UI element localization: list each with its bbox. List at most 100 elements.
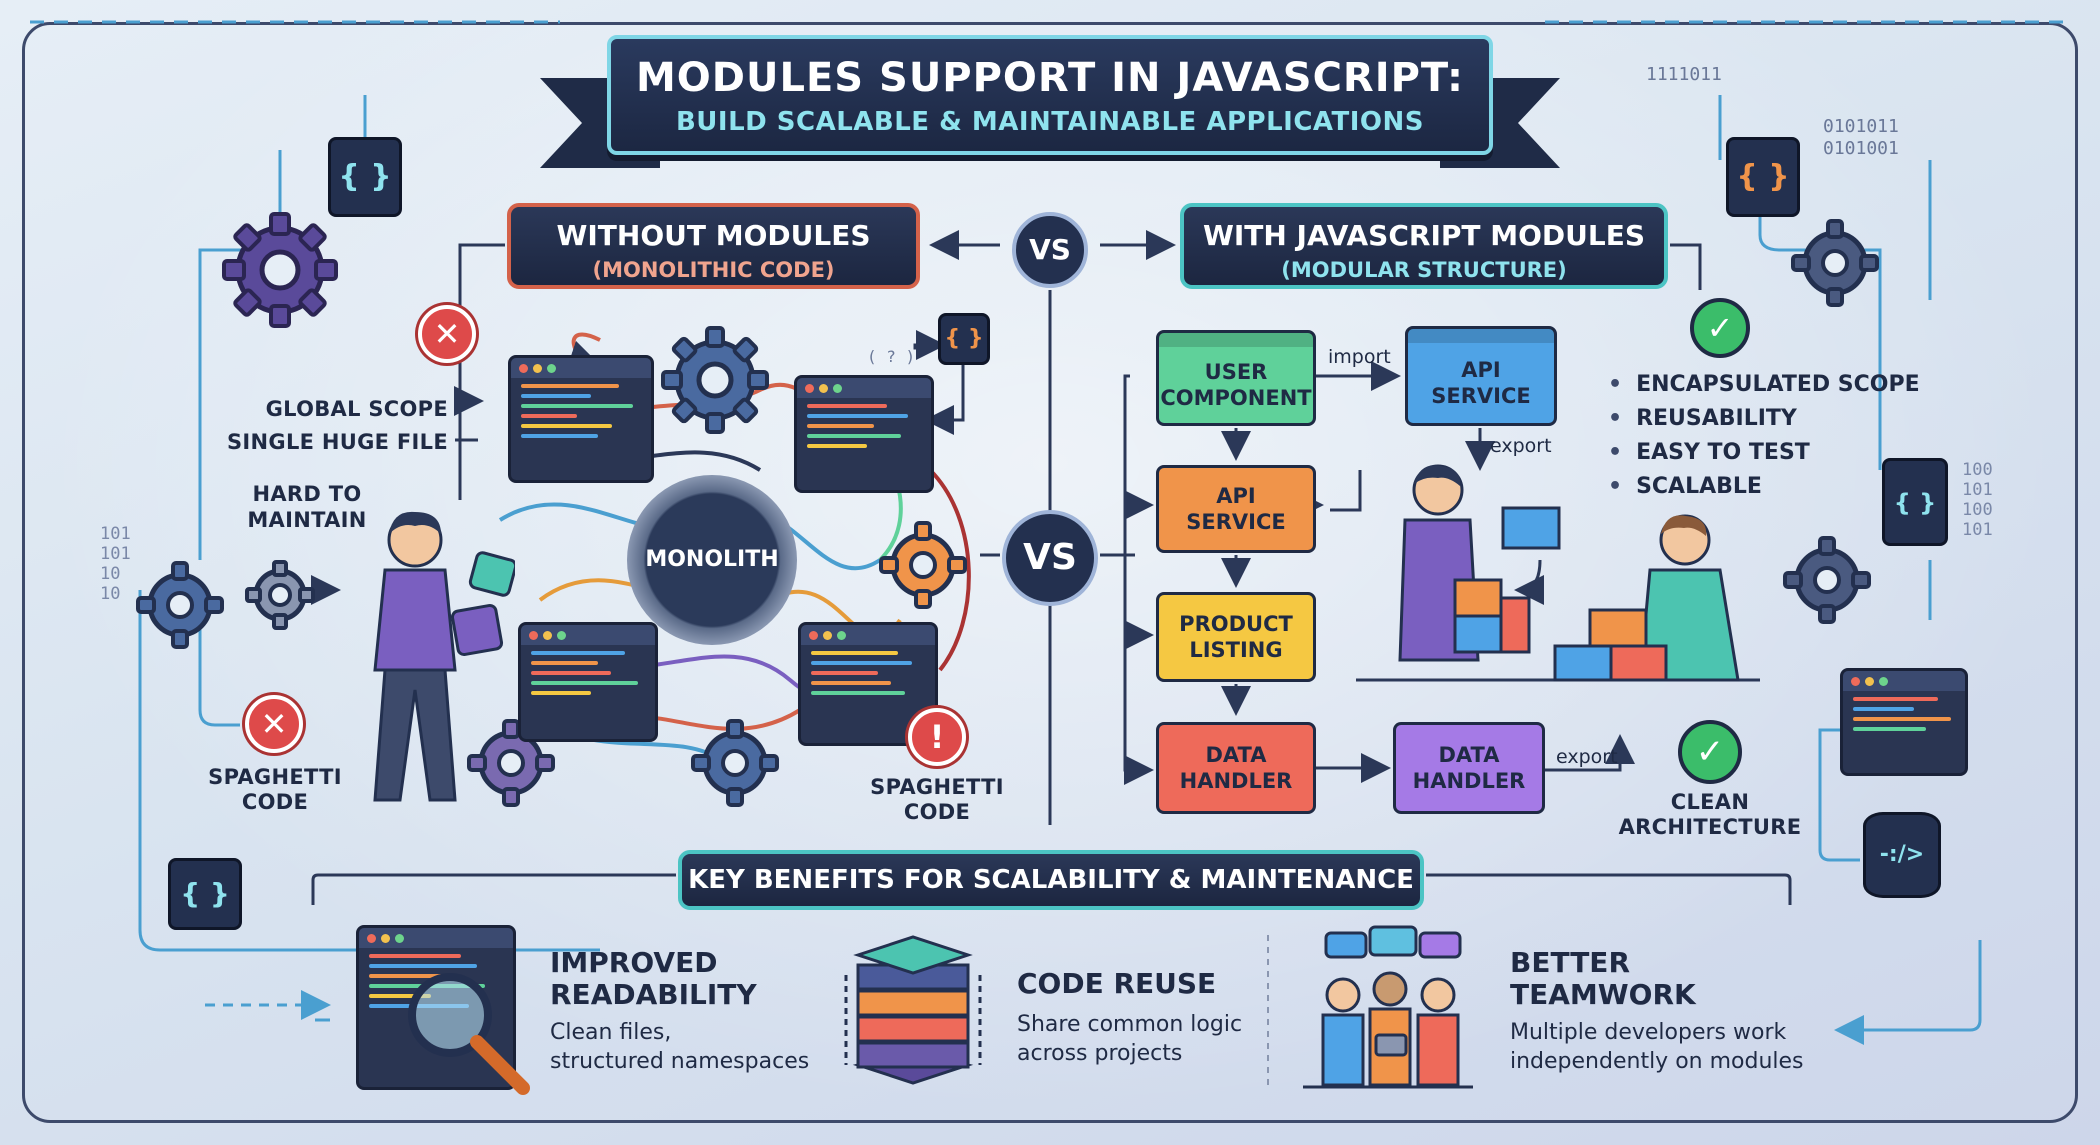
- without-modules-title: WITHOUT MODULES: [556, 219, 871, 252]
- binary-line: 10: [100, 584, 121, 604]
- label-code-right: CODE: [903, 800, 971, 824]
- braces-icon: { }: [938, 313, 990, 365]
- export-label-bottom: export: [1556, 746, 1618, 768]
- benefit-teamwork-desc: Multiple developers work independently o…: [1510, 1018, 1804, 1076]
- module-label: HANDLER: [1179, 769, 1293, 793]
- benefit-desc-line: Clean files,: [550, 1020, 672, 1045]
- gear-icon: [222, 212, 338, 328]
- binary-right-text: 100 101 100 101: [1962, 460, 1993, 540]
- gear-icon: [661, 326, 769, 434]
- binary-left-text: 101 101 10 10: [100, 524, 131, 604]
- benefit-code-reuse-desc: Share common logic across projects: [1017, 1010, 1242, 1068]
- with-modules-title: WITH JAVASCRIPT MODULES: [1202, 219, 1646, 252]
- cross-icon: ✕: [245, 695, 303, 753]
- module-label: USER: [1204, 360, 1268, 384]
- binary-line: 101: [1962, 480, 1993, 500]
- paren-text: ( ? ): [867, 347, 916, 366]
- team-illustration: [1303, 925, 1473, 1089]
- vs-badge-top: VS: [1012, 212, 1088, 288]
- gear-icon: [1791, 219, 1879, 307]
- benefit-desc-line: Multiple developers work: [1510, 1020, 1787, 1045]
- benefit-title-line: BETTER: [1510, 946, 1630, 979]
- bullet-easy-to-test: EASY TO TEST: [1608, 440, 1920, 465]
- gear-icon: [691, 719, 779, 807]
- module-label: DATA: [1205, 743, 1267, 767]
- label-maintain: MAINTAIN: [247, 508, 367, 532]
- benefit-desc-line: across projects: [1017, 1041, 1183, 1066]
- benefit-title-line: IMPROVED: [550, 946, 718, 979]
- frustrated-developer-illustration: [373, 511, 515, 802]
- gear-icon: [245, 560, 315, 630]
- braces-icon: { }: [168, 858, 242, 930]
- cross-icon: ✕: [418, 305, 476, 363]
- without-modules-header: WITHOUT MODULES (MONOLITHIC CODE): [507, 203, 920, 289]
- benefit-readability-desc: Clean files, structured namespaces: [550, 1018, 809, 1076]
- label-clean: CLEAN: [1670, 790, 1750, 814]
- check-icon: ✓: [1678, 720, 1742, 784]
- benefit-desc-line: independently on modules: [1510, 1049, 1804, 1074]
- gear-icon: [1783, 536, 1871, 624]
- benefit-title-line: READABILITY: [550, 978, 757, 1011]
- module-label: COMPONENT: [1160, 386, 1312, 410]
- code-window: [1840, 668, 1968, 776]
- benefit-bullets: ENCAPSULATED SCOPE REUSABILITY EASY TO T…: [1608, 372, 1920, 508]
- code-window: [518, 622, 658, 742]
- binary-line: 101: [100, 524, 131, 544]
- bits-text: 1111011: [1646, 64, 1722, 85]
- module-label: PRODUCT: [1179, 612, 1293, 636]
- code-file-icon: { }: [1882, 458, 1948, 546]
- gear-icon: [136, 561, 224, 649]
- monolith-gear: MONOLITH: [627, 475, 797, 645]
- braces-icon: { }: [328, 137, 402, 217]
- bullet-reusability: REUSABILITY: [1608, 406, 1920, 431]
- binary-line: 101: [100, 544, 131, 564]
- page-subtitle: BUILD SCALABLE & MAINTAINABLE APPLICATIO…: [675, 107, 1425, 137]
- benefit-title-line: CODE REUSE: [1017, 967, 1217, 1000]
- module-label: LISTING: [1189, 638, 1283, 662]
- title-banner: MODULES SUPPORT IN JAVASCRIPT: BUILD SCA…: [607, 35, 1493, 155]
- gear-icon: [467, 719, 555, 807]
- check-icon: ✓: [1690, 298, 1750, 358]
- with-modules-header: WITH JAVASCRIPT MODULES (MODULAR STRUCTU…: [1180, 203, 1668, 289]
- warning-icon: !: [908, 708, 966, 766]
- code-window: [794, 375, 934, 493]
- database-icon: -:/>: [1863, 812, 1941, 898]
- module-label: API: [1461, 358, 1501, 382]
- braces-icon: { }: [1726, 137, 1800, 217]
- binary-line: 101: [1962, 520, 1993, 540]
- benefit-teamwork-title: BETTER TEAMWORK: [1510, 947, 1696, 1011]
- export-label-top: export: [1490, 435, 1552, 457]
- label-global-scope: GLOBAL SCOPE: [265, 397, 448, 421]
- stacked-layers-icon: [844, 935, 982, 1085]
- bullet-encapsulated-scope: ENCAPSULATED SCOPE: [1608, 372, 1920, 397]
- binary-line: 100: [1962, 500, 1993, 520]
- benefit-readability-title: IMPROVED READABILITY: [550, 947, 757, 1011]
- gear-icon: [879, 521, 967, 609]
- benefit-title-line: TEAMWORK: [1510, 978, 1696, 1011]
- benefit-desc-line: structured namespaces: [550, 1049, 810, 1074]
- module-label: SERVICE: [1431, 384, 1531, 408]
- magnifier-icon: [408, 973, 530, 1095]
- without-modules-subtitle: (MONOLITHIC CODE): [592, 258, 835, 282]
- vs-badge-center: VS: [1002, 510, 1098, 606]
- binary-line: 100: [1962, 460, 1993, 480]
- benefit-code-reuse-title: CODE REUSE: [1017, 968, 1216, 1000]
- label-architecture: ARCHITECTURE: [1618, 815, 1802, 839]
- binary-line: 10: [100, 564, 121, 584]
- benefits-header: KEY BENEFITS FOR SCALABILITY & MAINTENAN…: [678, 850, 1424, 910]
- label-spaghetti-left: SPAGHETTI: [208, 765, 342, 789]
- with-modules-subtitle: (MODULAR STRUCTURE): [1281, 258, 1567, 282]
- page-title: MODULES SUPPORT IN JAVASCRIPT:: [635, 55, 1465, 101]
- code-window: [508, 355, 654, 483]
- developers-building-blocks-illustration: [1398, 464, 1740, 682]
- label-single-huge-file: SINGLE HUGE FILE: [227, 430, 448, 454]
- binary-line: 0101001: [1823, 138, 1899, 159]
- bullet-scalable: SCALABLE: [1608, 474, 1920, 499]
- benefit-desc-line: Share common logic: [1017, 1012, 1243, 1037]
